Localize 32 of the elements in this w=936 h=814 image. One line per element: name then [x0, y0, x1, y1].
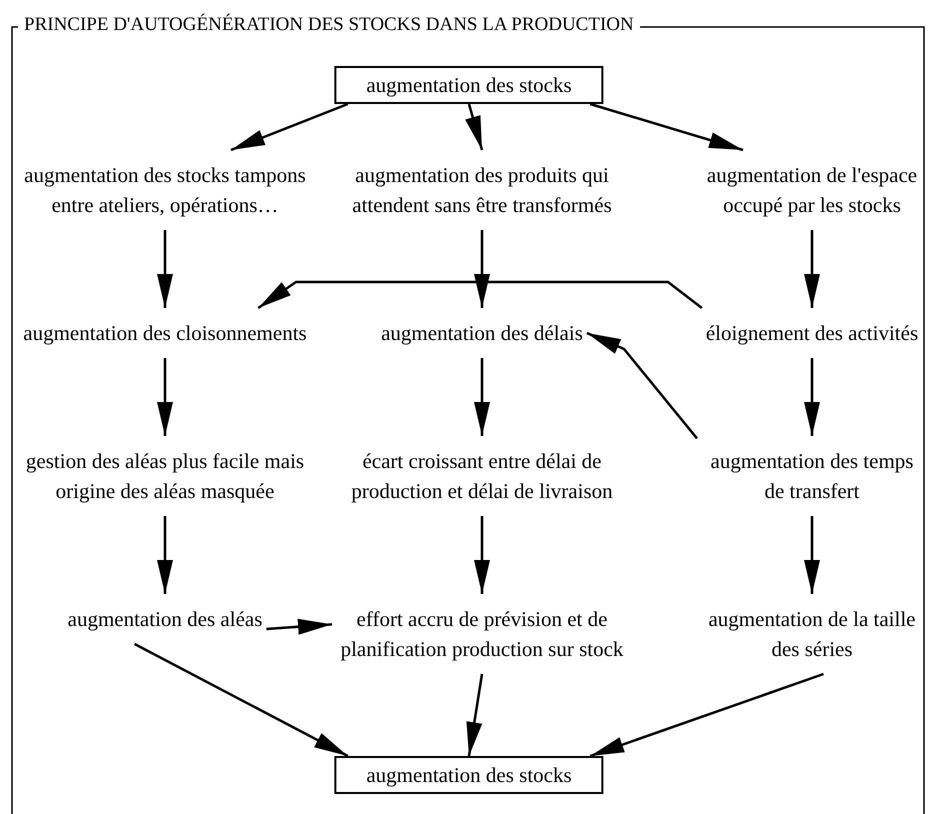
arrow	[266, 618, 332, 635]
process-box: augmentation des stocks	[334, 756, 604, 794]
arrow	[230, 102, 348, 152]
arrow	[474, 358, 490, 436]
node-text: gestion des aléas plus facile mais origine des aléas masquée	[10, 436, 320, 516]
node-text: augmentation des stocks tampons entre ateliers, opérations…	[15, 150, 315, 230]
node-text: augmentation des temps de transfert	[697, 436, 927, 516]
arrow	[804, 516, 820, 594]
arrow	[134, 642, 348, 758]
node-text: augmentation des produits qui attendent sans être transformés	[332, 150, 632, 230]
arrow	[804, 230, 820, 308]
node-text: augmentation de la taille des séries	[697, 594, 927, 674]
arrow	[157, 358, 173, 436]
arrow	[157, 230, 173, 308]
arrow	[804, 358, 820, 436]
arrow	[157, 516, 173, 594]
arrow	[258, 280, 703, 310]
arrow	[474, 516, 490, 594]
node-text: écart croissant entre délai de production et délai de livraison	[332, 436, 632, 516]
arrow	[465, 104, 484, 150]
node-text: éloignement des activités	[702, 308, 922, 358]
node-text: effort accru de prévision et de planification production sur stock	[332, 594, 632, 674]
node-text: augmentation des cloisonnements	[19, 308, 311, 358]
arrow	[586, 332, 698, 440]
arrow	[590, 102, 744, 152]
process-box: augmentation des stocks	[334, 66, 604, 104]
arrow	[466, 674, 484, 756]
arrow	[474, 230, 490, 308]
node-text: augmentation des aléas	[64, 594, 266, 644]
node-text: augmentation des délais	[377, 308, 587, 358]
arrow	[590, 672, 824, 758]
node-text: augmentation de l'espace occupé par les stocks	[697, 150, 927, 230]
